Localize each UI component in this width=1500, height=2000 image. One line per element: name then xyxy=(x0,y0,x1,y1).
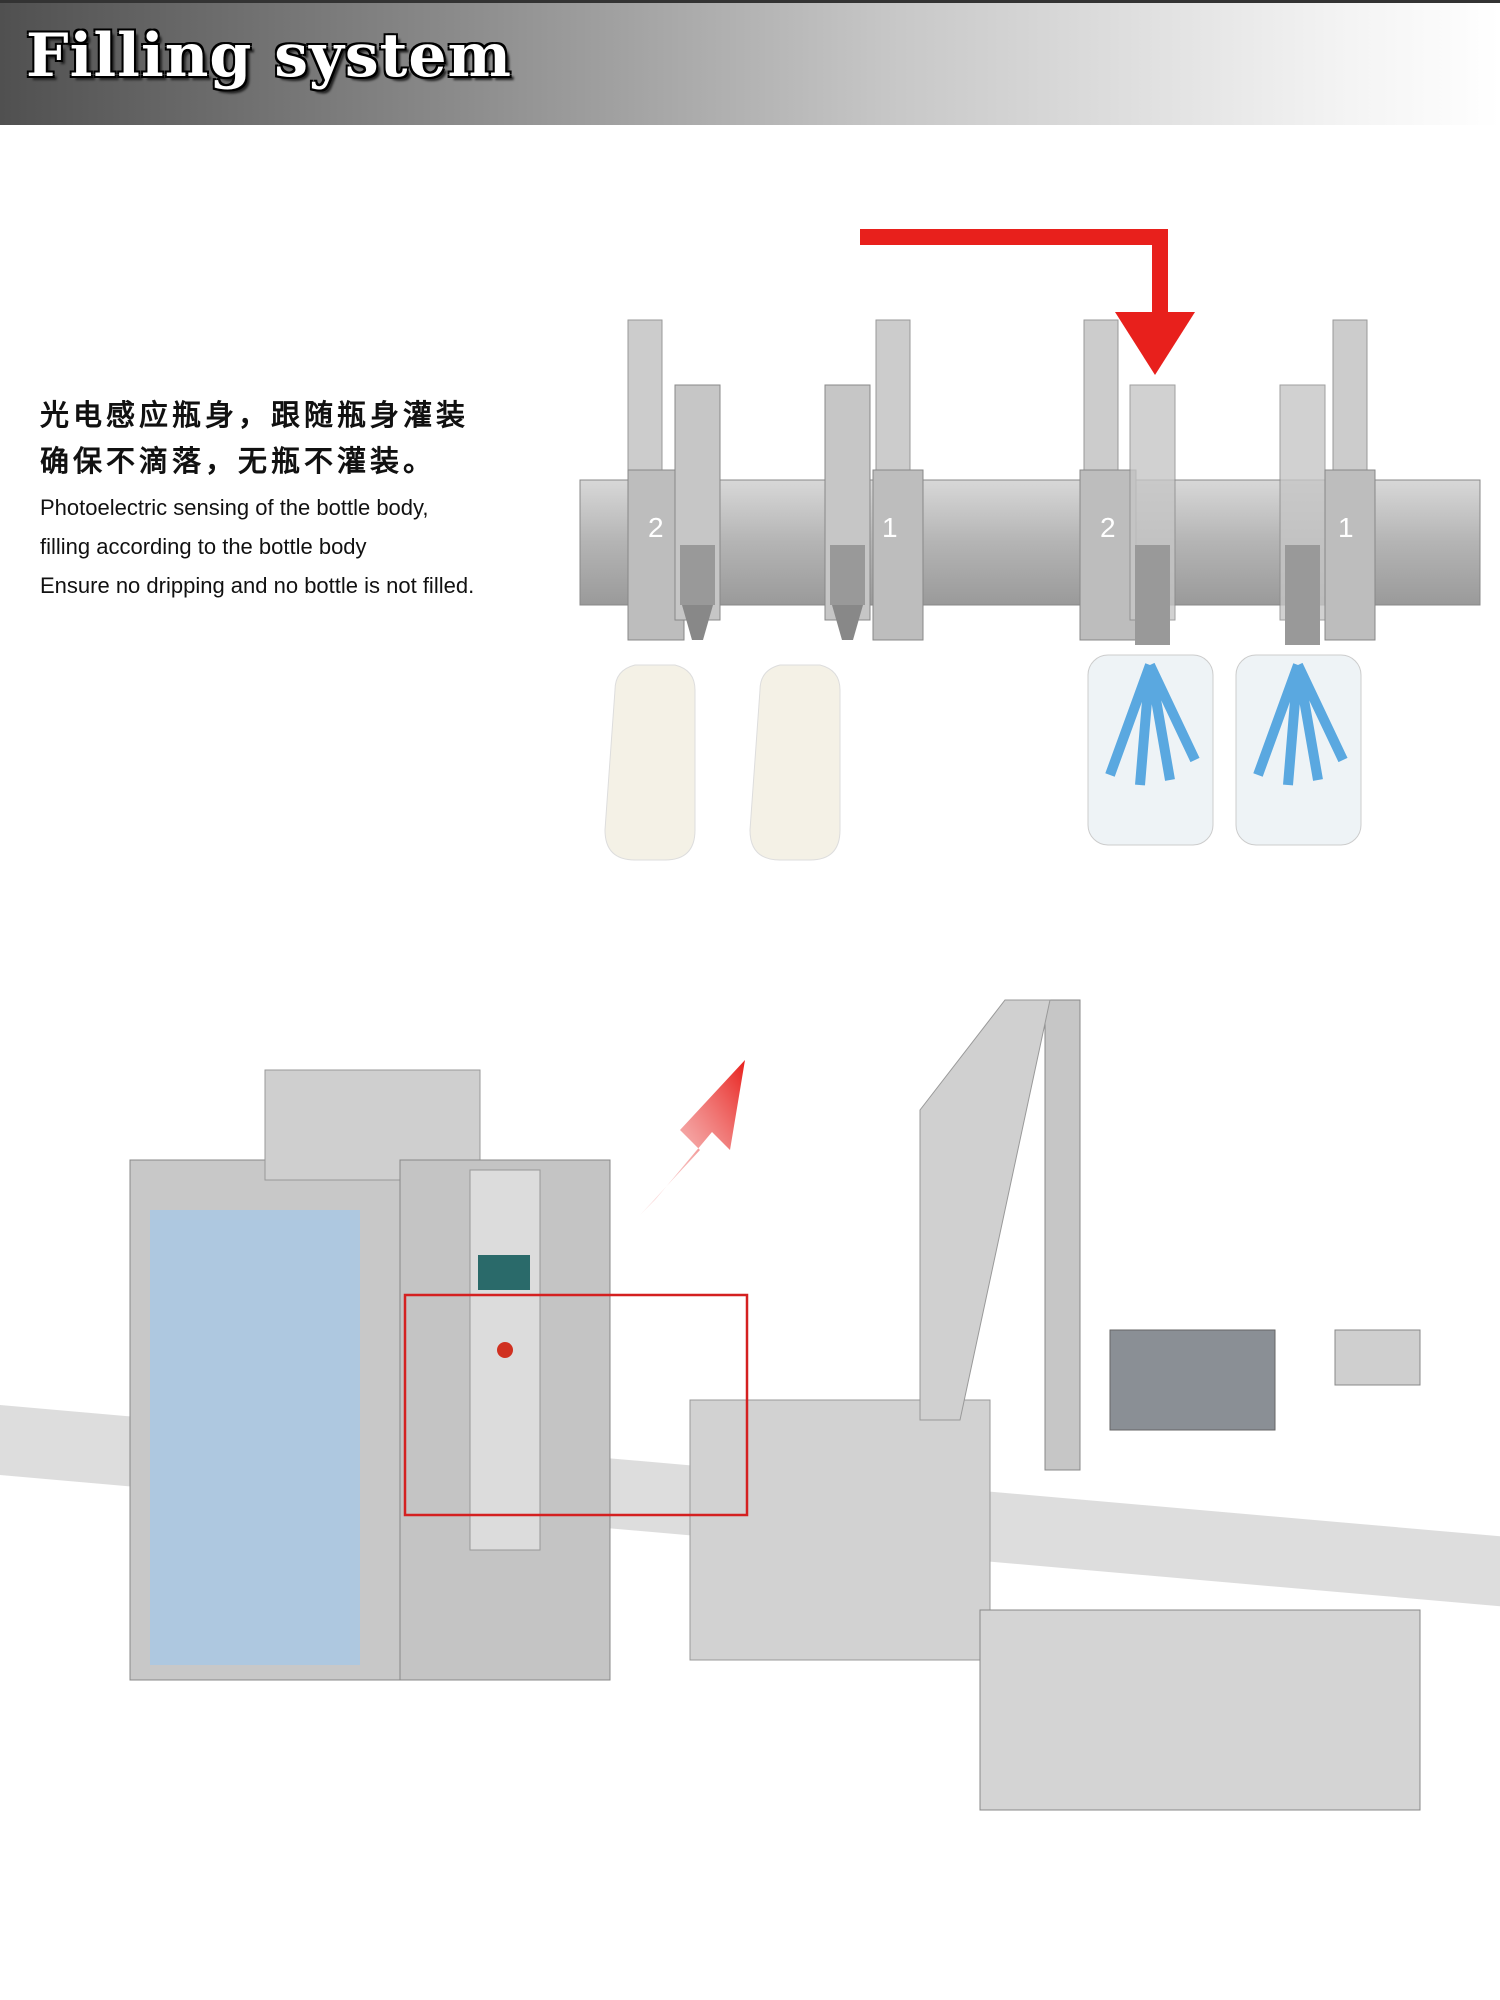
capper-cabinet xyxy=(979,1609,1421,1811)
english-line-3: Ensure no dripping and no bottle is not … xyxy=(40,573,475,598)
bottle xyxy=(604,664,696,861)
red-arrow-line xyxy=(860,229,1168,320)
diagonal-red-arrow xyxy=(640,1060,745,1215)
nozzle-unit-2: 1 xyxy=(749,319,924,861)
english-line-1: Photoelectric sensing of the bottle body… xyxy=(40,495,429,520)
nozzle-number: 2 xyxy=(1100,512,1116,543)
control-panel xyxy=(469,1169,541,1551)
chinese-line-1: 光电感应瓶身，跟随瓶身灌装 xyxy=(40,398,470,432)
liquid-spray xyxy=(1105,662,1200,786)
red-arrow-head xyxy=(1115,312,1195,375)
nozzle-number: 2 xyxy=(648,512,664,543)
nozzle-unit-3: 2 xyxy=(1079,319,1214,846)
header-banner: Filling system xyxy=(0,0,1500,125)
glass-bottle xyxy=(1087,654,1214,846)
nozzle-number: 1 xyxy=(1338,512,1354,543)
nozzle-number: 1 xyxy=(882,512,898,543)
liquid-spray xyxy=(1253,662,1348,786)
nozzle-unit-1: 2 xyxy=(604,319,721,861)
cap-elevator xyxy=(1044,999,1081,1471)
bottle xyxy=(749,664,841,861)
highlight-box xyxy=(403,1293,749,1517)
chinese-line-2: 确保不滴落，无瓶不灌装。 xyxy=(40,444,437,478)
nozzle-unit-4: 1 xyxy=(1235,319,1376,846)
glass-bottle xyxy=(1235,654,1362,846)
english-line-2: filling according to the bottle body xyxy=(40,534,367,559)
page-title: Filling system xyxy=(26,21,513,91)
capper-screen xyxy=(1334,1329,1421,1386)
capping-head xyxy=(1109,1329,1276,1431)
production-line-photo xyxy=(0,999,1500,1811)
collection-tray xyxy=(689,1399,991,1661)
filling-rail-photo: 2 1 2 xyxy=(579,229,1481,861)
feature-description: 光电感应瓶身，跟随瓶身灌装 确保不滴落，无瓶不灌装。 Photoelectric… xyxy=(40,392,474,605)
